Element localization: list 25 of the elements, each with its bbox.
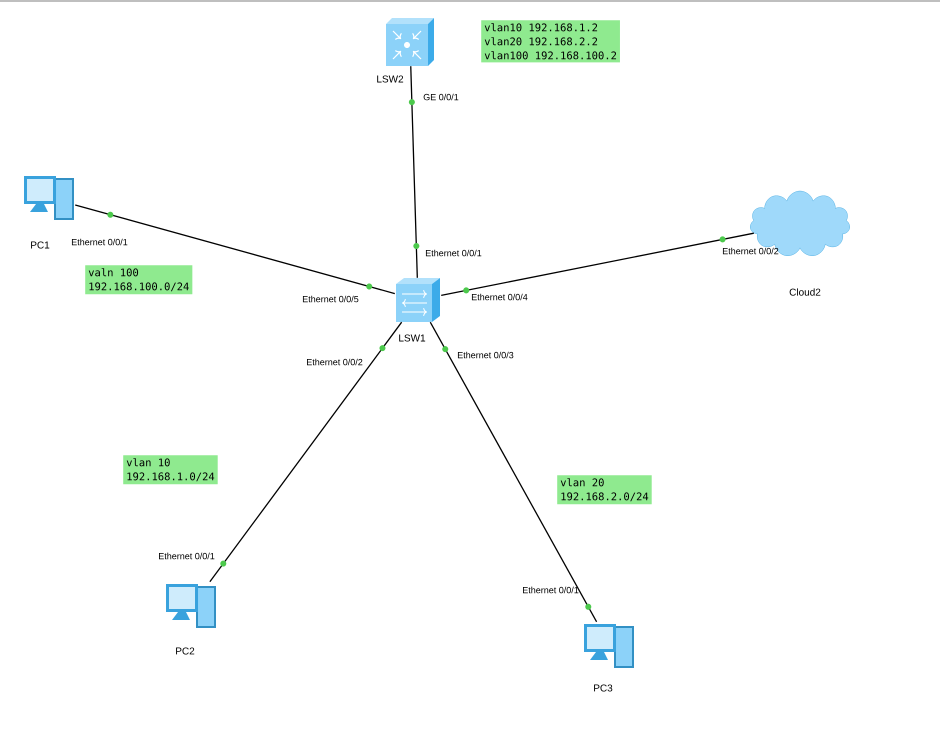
port-label: Ethernet 0/0/1: [72, 238, 128, 246]
network-link: [430, 322, 598, 622]
note-box: vlan 10 192.168.1.0/24: [123, 455, 218, 484]
device-label: LSW1: [399, 334, 426, 342]
device-label: PC3: [594, 684, 612, 692]
note-box: vlan 20 192.168.2.0/24: [557, 475, 652, 504]
network-link: [75, 204, 395, 294]
port-label: Ethernet 0/0/5: [302, 296, 358, 302]
note-box: valn 100 192.168.100.0/24: [85, 265, 192, 294]
port-label: GE 0/0/1: [424, 94, 458, 100]
note-box: vlan10 192.168.1.2 vlan20 192.168.2.2 vlan100 192.168.100.2: [481, 20, 620, 62]
device-label: LSW2: [377, 75, 404, 83]
port-label: Ethernet 0/0/4: [472, 294, 528, 300]
device-label: Cloud2: [790, 288, 820, 296]
port-label: Ethernet 0/0/2: [722, 248, 778, 254]
port-label: Ethernet 0/0/3: [458, 352, 514, 358]
network-link: [209, 322, 402, 582]
network-link: [441, 232, 754, 296]
device-label: PC1: [31, 241, 50, 249]
port-label: Ethernet 0/0/1: [159, 552, 214, 560]
network-link: [408, 66, 420, 278]
port-label: Ethernet 0/0/1: [523, 586, 578, 594]
device-label: PC2: [176, 647, 194, 655]
port-label: Ethernet 0/0/1: [426, 250, 482, 256]
port-label: Ethernet 0/0/2: [307, 358, 362, 366]
